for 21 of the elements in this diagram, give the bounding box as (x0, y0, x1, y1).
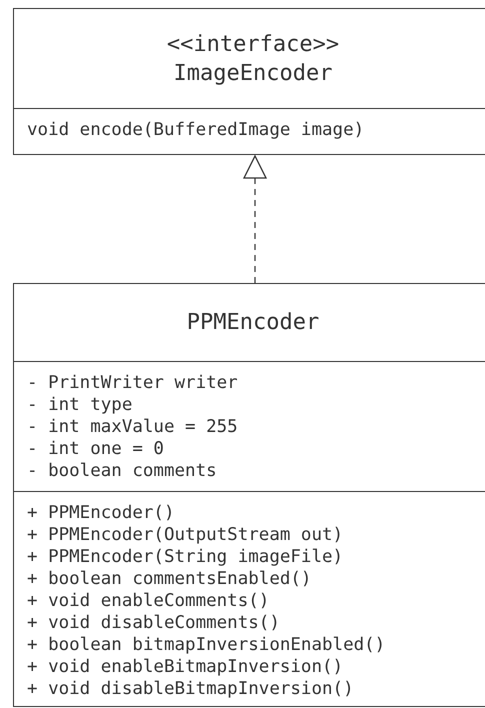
method-text: + void disableComments() (27, 612, 280, 634)
class-name: ImageEncoder (174, 60, 332, 88)
class-box (13, 8, 485, 155)
attribute-text: - int type (27, 394, 132, 416)
attribute-text: - int maxValue = 255 (27, 416, 238, 438)
class-name: PPMEncoder (186, 309, 320, 337)
method-text: + void disableBitmapInversion() (27, 678, 354, 700)
method-text: + PPMEncoder() (27, 502, 175, 524)
attribute-text: - boolean comments (27, 460, 217, 482)
stereotype-text: <<interface>> (166, 30, 340, 58)
attribute-text: - int one = 0 (27, 438, 164, 460)
realization-arrow (243, 155, 267, 283)
method-text: + void enableComments() (27, 590, 270, 612)
method-text: + boolean bitmapInversionEnabled() (27, 634, 386, 656)
method-text: + void enableBitmapInversion() (27, 656, 344, 678)
class-box (13, 283, 485, 707)
method-text: + boolean commentsEnabled() (27, 568, 312, 590)
method-text: void encode(BufferedImage image) (27, 119, 364, 141)
method-text: + PPMEncoder(OutputStream out) (27, 524, 344, 546)
attribute-text: - PrintWriter writer (27, 372, 238, 394)
method-text: + PPMEncoder(String imageFile) (27, 546, 344, 568)
